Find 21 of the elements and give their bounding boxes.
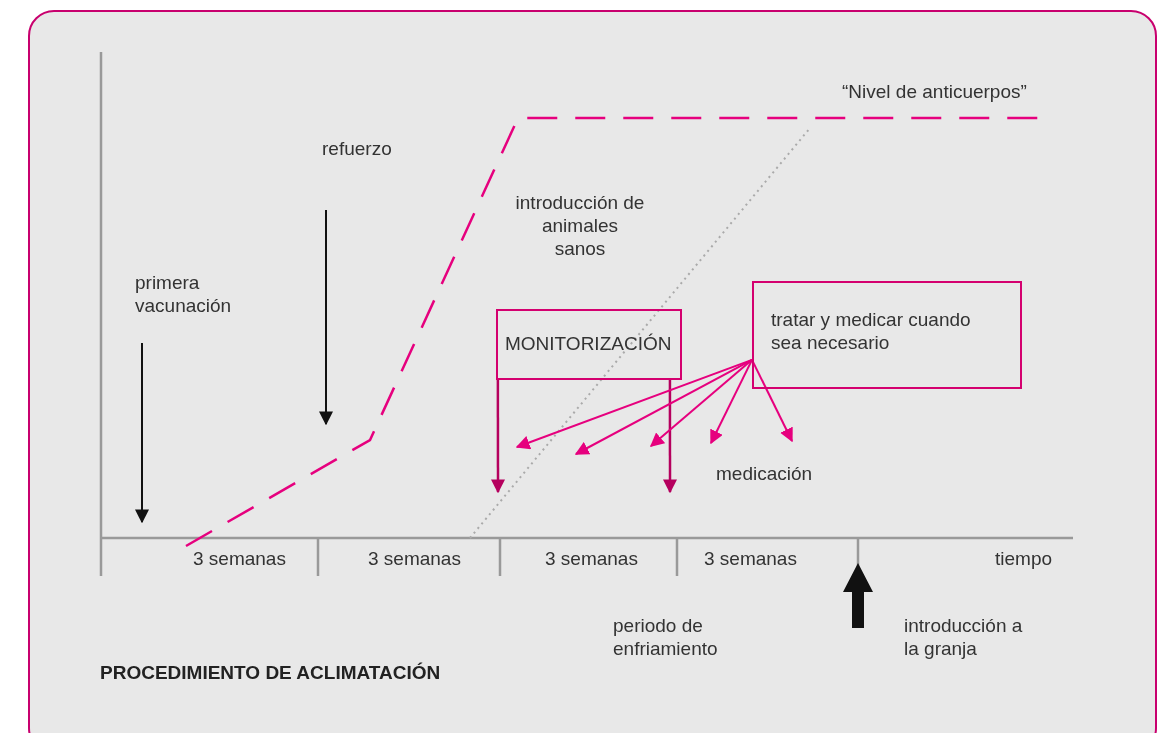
arrow bbox=[491, 380, 505, 494]
duration-label: 3 semanas bbox=[545, 547, 639, 570]
event-label: refuerzo bbox=[322, 137, 393, 160]
duration-label: 3 semanas bbox=[704, 547, 798, 570]
quote-label: “Nivel de anticuerpos” bbox=[842, 80, 1028, 103]
box-label: MONITORIZACIÓN bbox=[505, 332, 673, 355]
arrow bbox=[663, 380, 677, 494]
duration-label: 3 semanas bbox=[193, 547, 287, 570]
axis-label: tiempo bbox=[995, 547, 1054, 570]
box-label: tratar y medicar cuando sea necesario bbox=[771, 308, 972, 354]
label-box bbox=[752, 281, 1022, 389]
arrow bbox=[710, 358, 753, 445]
arrow bbox=[649, 358, 753, 447]
arrow bbox=[574, 358, 753, 455]
treatment-label: medicación bbox=[716, 462, 814, 485]
event-label: introducción a la granja bbox=[904, 614, 1024, 660]
diagram-title: PROCEDIMIENTO DE ACLIMATACIÓN bbox=[100, 662, 441, 684]
event-label: introducción de animales sanos bbox=[515, 191, 645, 260]
label-box bbox=[496, 309, 682, 380]
duration-label: 3 semanas bbox=[368, 547, 462, 570]
event-label: primera vacunación bbox=[135, 271, 233, 317]
